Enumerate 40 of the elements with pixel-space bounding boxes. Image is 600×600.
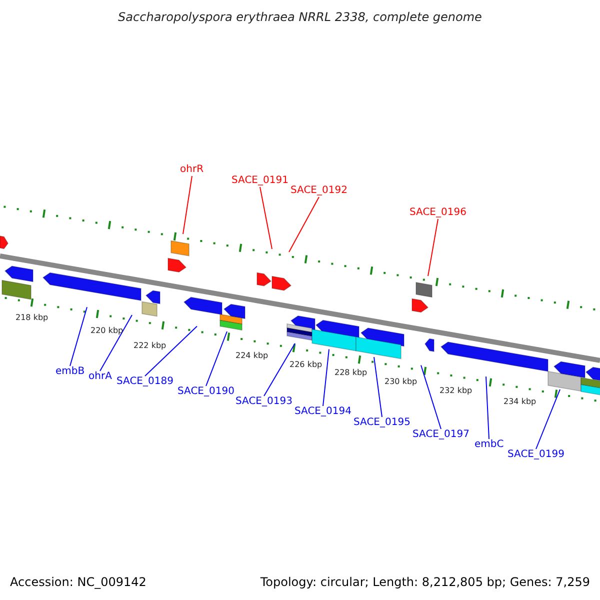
gene-label: embC: [474, 439, 504, 451]
gene-label: SACE_0189: [116, 376, 174, 388]
scale-label: 234 kbp: [504, 396, 536, 408]
title: Saccharopolyspora erythraea NRRL 2338, complete genome: [117, 11, 483, 23]
scale-label: 220 kbp: [90, 324, 124, 337]
gene-label: SACE_0195: [354, 417, 410, 429]
gene-label: ohrR: [180, 164, 204, 176]
scale-label: 228 kbp: [334, 367, 368, 380]
leader-line: [374, 356, 382, 418]
leader-line: [264, 342, 296, 396]
gene-label: embB: [56, 366, 85, 378]
leader-line: [70, 306, 88, 366]
genome-stats-label: Topology: circular; Length: 8,212,805 bp; Genes: 7,259: [260, 576, 590, 588]
scale-label: 232 kbp: [440, 385, 472, 398]
scale-label: 222 kbp: [134, 340, 166, 352]
leader-line: [260, 186, 272, 250]
leader-line: [420, 364, 442, 430]
leader-line: [486, 376, 490, 440]
gene-label: ohrA: [88, 371, 112, 383]
leader-line: [536, 388, 560, 450]
scale-label: 224 kbp: [236, 350, 268, 362]
gene-label: SACE_0190: [178, 386, 234, 398]
accession-label: Accession: NC_009142: [10, 576, 146, 588]
gene-label: SACE_0194: [294, 406, 352, 418]
leader-line: [428, 218, 438, 276]
gene-label: SACE_0192: [290, 185, 348, 197]
leader-line: [322, 348, 330, 406]
leader-line: [288, 196, 320, 252]
leader-line: [182, 176, 192, 234]
gene-label: SACE_0196: [410, 207, 466, 219]
scale-label: 226 kbp: [290, 359, 322, 372]
leader-line: [206, 331, 228, 386]
gene-label: SACE_0197: [412, 429, 470, 441]
gene-label: SACE_0193: [236, 396, 292, 408]
scale-label: 230 kbp: [384, 376, 418, 388]
gene-label: SACE_0199: [508, 449, 564, 461]
scale-label: 218 kbp: [16, 312, 48, 324]
leader-line: [144, 326, 198, 376]
leader-line: [100, 314, 132, 372]
gene-label: SACE_0191: [232, 175, 288, 187]
